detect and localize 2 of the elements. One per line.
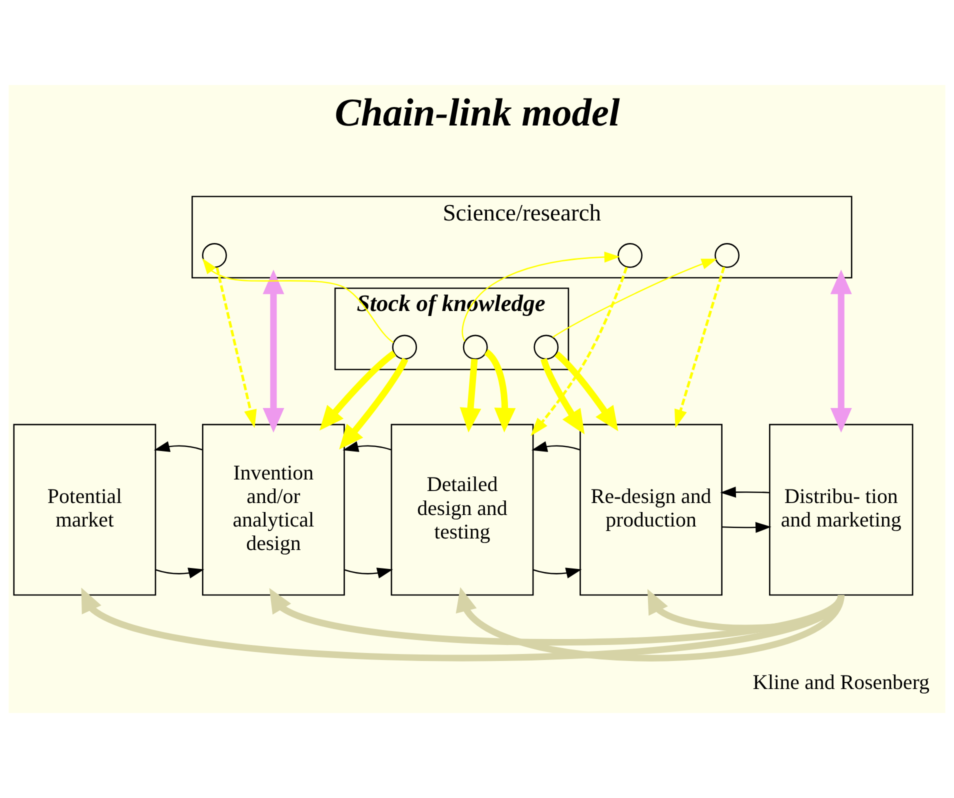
- diagram-title: Chain-link model: [334, 90, 620, 135]
- caption: Kline and Rosenberg: [752, 670, 930, 694]
